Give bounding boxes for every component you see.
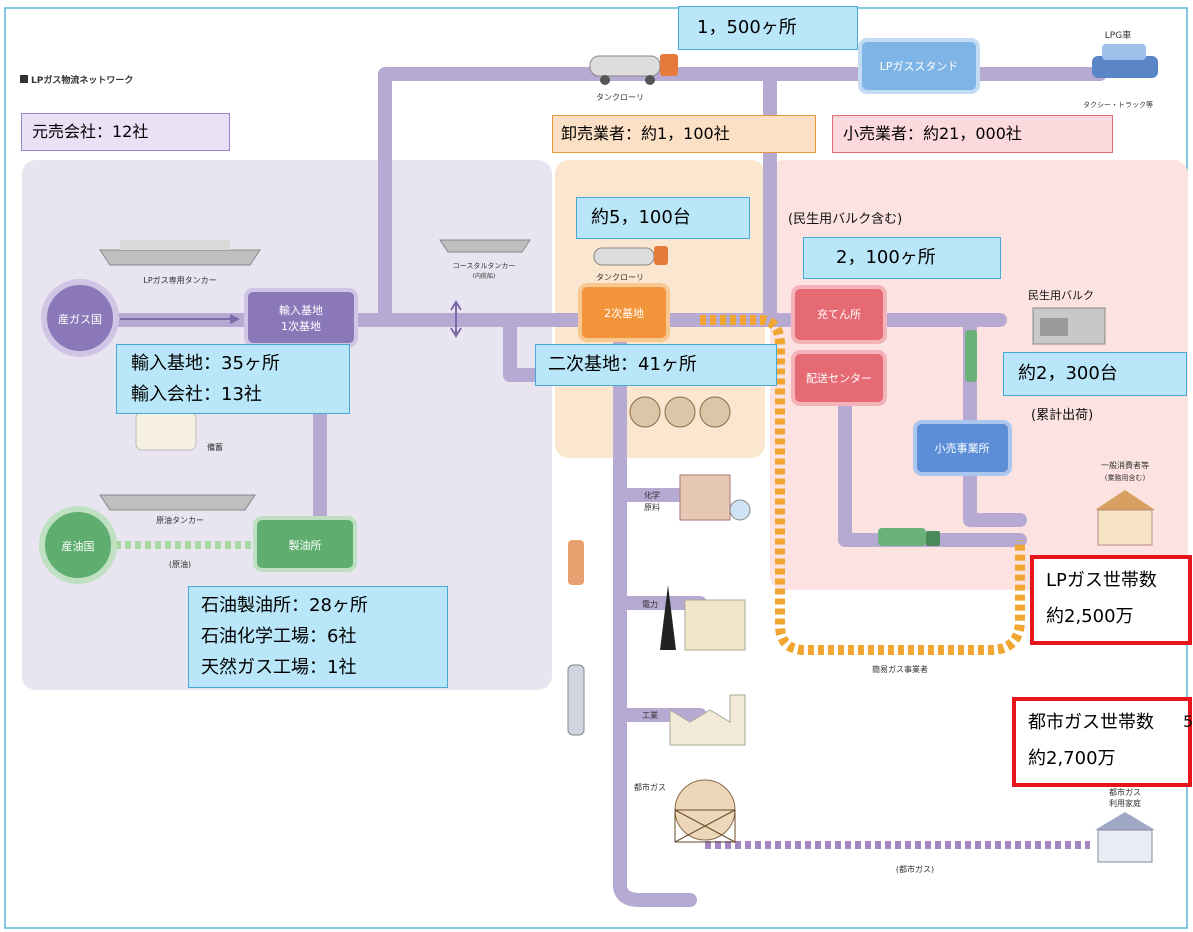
gas-producing-country-node (41, 279, 119, 357)
kouri-box: 小売業者：約21，000社 (832, 115, 1113, 153)
gas-holder-icon (674, 779, 736, 843)
chemical2-label: 原料 (644, 502, 660, 512)
oil-producing-country-node (39, 506, 117, 584)
purple-panel (22, 160, 552, 690)
lpg-stand-node (858, 38, 980, 94)
delivery-center-node-label: 配送センター (806, 371, 872, 385)
spherical-tanks-icon (629, 396, 731, 428)
refinery-node (253, 516, 357, 572)
oil-producing-country-label: 産油国 (62, 539, 95, 553)
power-label: 電力 (642, 599, 658, 609)
tank-lorry-mid-label: タンクローリ (596, 273, 644, 282)
stand-count-box: 1，500ヶ所 (678, 6, 858, 50)
simple-gas-label: 簡易ガス事業者 (872, 664, 928, 674)
lpg-car-label: LPG車 (1105, 29, 1131, 41)
gas-producing-country-label: 産ガス国 (58, 313, 102, 326)
bulk-photo (1032, 307, 1106, 345)
import-base-node (244, 288, 358, 347)
petrochem-text: 石油化学工場：6社 (201, 626, 357, 647)
taxi-truck-label: タクシー・トラック等 (1083, 100, 1153, 109)
city-gas-users-sub: 利用家庭 (1109, 798, 1141, 808)
city-households-label: 都市ガス世帯数 (1028, 712, 1154, 733)
import-base-node-label: 輸入基地 (279, 303, 323, 317)
industry-label: 工業 (642, 710, 658, 720)
consumer-house-icon (1095, 490, 1155, 546)
city-gas-label: 都市ガス (634, 782, 666, 792)
tank-lorry-top-label: タンクローリ (596, 93, 644, 102)
tank-lorry-top-icon (589, 54, 678, 85)
lp-households-label: LPガス世帯数 (1046, 570, 1157, 591)
refinery-box: 石油製油所：28ヶ所 石油化学工場：6社 天然ガス工場：1社 (188, 586, 448, 688)
storage-label: 備蓄 (207, 442, 223, 452)
natgas-text: 天然ガス工場：1社 (201, 657, 357, 678)
crude-tanker-label: 原油タンカー (156, 515, 204, 525)
secondary-down-pipe (613, 313, 697, 907)
delivery-center-node (791, 350, 887, 406)
city-gas-users-label: 都市ガス (1109, 787, 1141, 797)
juten-note: (民生用バルク含む) (788, 212, 903, 227)
lpg-car-icon (1092, 44, 1158, 78)
coastal-double-arrow (450, 300, 462, 338)
secondary-base-box: 二次基地：41ヶ所 (535, 344, 777, 386)
juten-count-box: 2，100ヶ所 (803, 237, 1001, 279)
page-number-fragment: 5 (1183, 712, 1193, 731)
factory-icon (669, 694, 746, 746)
bulk-label: 民生用バルク (1028, 289, 1094, 302)
retail-office-node-label: 小売事業所 (935, 442, 990, 455)
city-households-value: 約2,700万 (1028, 748, 1116, 769)
bulk-count-box: 約2，300台 (1003, 352, 1187, 396)
secondary-base-node-label: 2次基地 (604, 306, 644, 320)
bulk-note: (累計出荷) (1031, 408, 1094, 423)
tank-lorry-mid-icon (593, 246, 668, 266)
import-base-text: 輸入基地：35ヶ所 (131, 353, 280, 374)
city-gas-pipe-label: (都市ガス) (896, 864, 934, 874)
lpg-tanker-icon (99, 240, 261, 266)
city-gas-house-icon (1095, 812, 1155, 863)
secondary-base-node (578, 283, 670, 342)
tankcar-count-box: 約5，100台 (576, 197, 750, 239)
general-consumers-sub: (業務用含む) (1105, 473, 1146, 482)
chemical-label: 化学 (644, 490, 660, 500)
crude-tanker-icon (99, 494, 256, 511)
refinery-node-label: 製油所 (289, 538, 322, 552)
coastal-tanker-icon (439, 239, 531, 253)
crude-label: (原油) (169, 559, 191, 569)
retail-office-node (913, 420, 1012, 476)
bulk-truck-icon (965, 330, 977, 382)
power-plant-icon (660, 585, 746, 651)
delivery-truck-icon (878, 528, 940, 546)
simple-gas-pipe (700, 315, 1025, 655)
tanker-arrowhead (230, 314, 240, 324)
rail-tanker-icon (567, 540, 585, 736)
lp-households-value: 約2,500万 (1046, 606, 1134, 627)
delivery-pipe (838, 373, 1027, 547)
lpg-stand-node-label: LPガススタンド (880, 60, 959, 73)
coastal-tanker-sub: (内航船) (473, 272, 496, 280)
motouri-box: 元売会社：12社 (21, 113, 230, 151)
refinery-text: 石油製油所：28ヶ所 (201, 595, 368, 616)
oroshi-box: 卸売業者：約1，100社 (552, 115, 816, 153)
storage-tank-icon (135, 411, 197, 451)
chemical-plant-icon (679, 474, 751, 521)
import-box: 輸入基地：35ヶ所 輸入会社：13社 (116, 344, 350, 414)
import-company-text: 輸入会社：13社 (131, 384, 262, 405)
import-base-node-label2: 1次基地 (281, 319, 321, 333)
bulk-pipe (963, 313, 1027, 527)
frame-title-bullet (20, 75, 28, 83)
general-consumers-label: 一般消費者等 (1101, 460, 1149, 470)
filling-station-node-label: 充てん所 (817, 307, 861, 321)
lp-households-box: LPガス世帯数 約2,500万 (1030, 555, 1192, 645)
frame-title: LPガス物流ネットワーク (31, 74, 133, 86)
filling-station-node (791, 285, 887, 344)
city-households-box: 都市ガス世帯数 約2,700万 (1012, 697, 1192, 787)
lpg-tanker-label: LPガス専用タンカー (143, 275, 216, 285)
coastal-tanker-label: コースタルタンカー (453, 261, 516, 270)
